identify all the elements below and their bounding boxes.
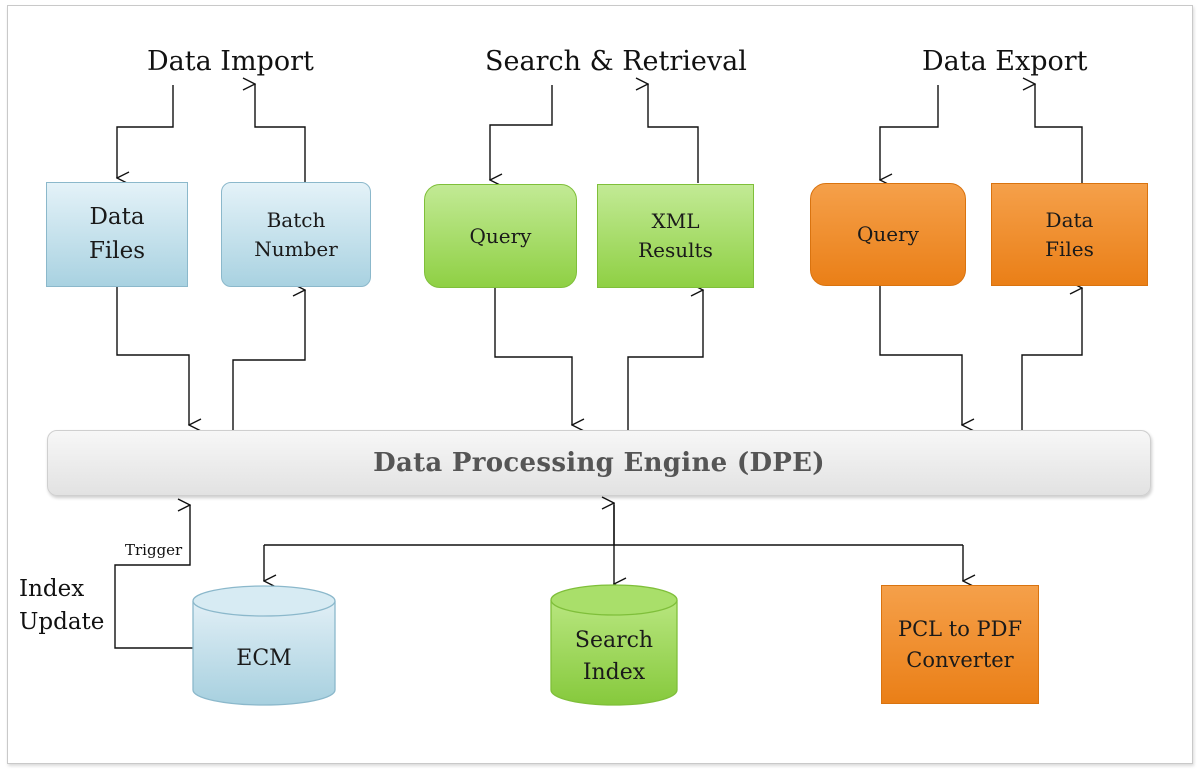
import-in-connector (117, 85, 174, 178)
title-search-retrieval: Search & Retrieval (485, 46, 747, 77)
query-export-to-engine (879, 286, 962, 425)
index-update-label: Index Update (19, 576, 105, 636)
data-files-import-box: Data Files (46, 182, 188, 287)
ecm-label: ECM (236, 646, 292, 671)
batch-number-box: Batch Number (221, 182, 371, 287)
export-in-connector (880, 85, 939, 180)
query-to-engine (494, 288, 572, 425)
engine-to-batch (232, 290, 305, 430)
search-out-connector (648, 84, 699, 183)
ecm-trigger-connector (114, 505, 194, 649)
engine-to-xml (627, 290, 703, 430)
ecm-database-icon (192, 585, 336, 706)
title-data-import: Data Import (147, 46, 314, 77)
engine-to-datafiles-export (1021, 288, 1082, 430)
xml-results-box: XML Results (597, 184, 754, 288)
pcl-to-pdf-converter-box: PCL to PDF Converter (881, 585, 1039, 704)
search-in-connector (490, 85, 553, 180)
datafiles-to-engine (116, 287, 189, 425)
search-index-label: Search Index (574, 628, 654, 685)
query-search-box: Query (424, 184, 577, 288)
export-out-connector (1035, 84, 1083, 183)
data-processing-engine: Data Processing Engine (DPE) (47, 430, 1151, 496)
query-export-box: Query (810, 183, 966, 286)
trigger-label: Trigger (125, 541, 183, 559)
data-files-export-box: Data Files (991, 183, 1148, 286)
search-index-database-icon (550, 584, 678, 706)
title-data-export: Data Export (922, 46, 1088, 77)
import-out-connector (255, 84, 306, 183)
